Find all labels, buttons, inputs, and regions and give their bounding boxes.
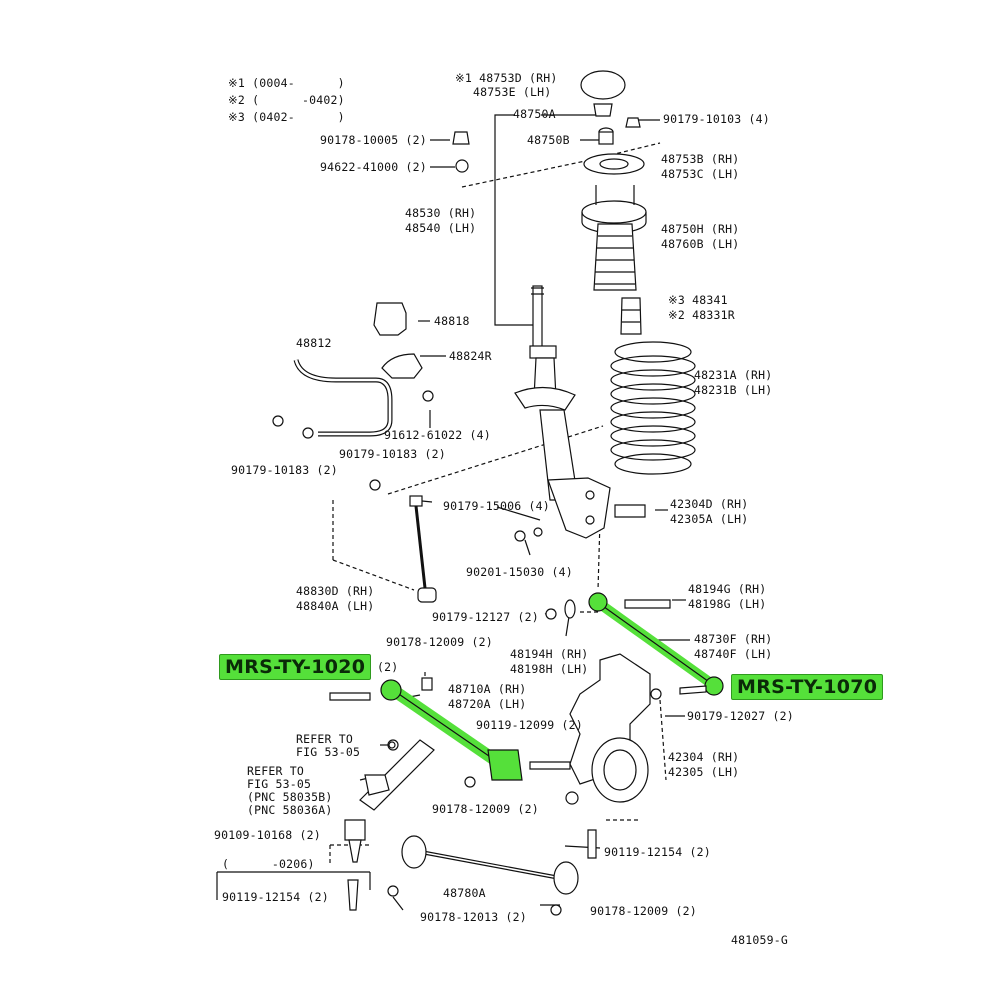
- label-90179-10183-b: 90179-10183 (2): [231, 463, 338, 477]
- label-48231b: 48231B (LH): [694, 383, 773, 397]
- label-48760b: 48760B (LH): [661, 237, 740, 251]
- shock-strut: [514, 285, 611, 539]
- label-48710a: 48710A (RH): [448, 682, 527, 696]
- label-90179-12127: 90179-12127 (2): [432, 610, 539, 624]
- label-48720a: 48720A (LH): [448, 697, 527, 711]
- label-90179-15006: 90179-15006 (4): [443, 499, 550, 513]
- label-90119-12154-b: 90119-12154 (2): [222, 890, 329, 904]
- label-refer-2a: REFER TO: [247, 764, 304, 778]
- label-94622-41000: 94622-41000 (2): [320, 160, 427, 174]
- badge-mrs-ty-1020: MRS-TY-1020: [219, 654, 372, 680]
- label-48530: 48530 (RH): [405, 206, 477, 220]
- label-refer-2c: (PNC 58035B): [247, 790, 333, 804]
- label-48198h: 48198H (LH): [510, 662, 589, 676]
- label-42304d: 42304D (RH): [670, 497, 749, 511]
- label-90178-12009-c: 90178-12009 (2): [590, 904, 697, 918]
- label-48750a: 48750A: [513, 107, 556, 121]
- label-90178-12009-b: 90178-12009 (2): [432, 802, 539, 816]
- label-48830d: 48830D (RH): [296, 584, 375, 598]
- label-48231a: 48231A (RH): [694, 368, 773, 382]
- label-90178-12009-a: 90178-12009 (2): [386, 635, 493, 649]
- label-90119-12154-a: 90119-12154 (2): [604, 845, 711, 859]
- upper-arm-48730f: [545, 592, 724, 696]
- label-48750h: 48750H (RH): [661, 222, 740, 236]
- solid-leaders: [216, 114, 690, 911]
- label-48753e: 48753E (LH): [473, 85, 552, 99]
- knuckle-hub: [565, 653, 662, 805]
- figure-number: 481059-G: [731, 933, 788, 947]
- label-42304: 42304 (RH): [668, 750, 740, 764]
- label-90119-12099: 90119-12099 (2): [476, 718, 583, 732]
- label-48750b: 48750B: [527, 133, 570, 147]
- label-90179-10183-a: 90179-10183 (2): [339, 447, 446, 461]
- label-48540: 48540 (LH): [405, 221, 477, 235]
- label-48730f: 48730F (RH): [694, 632, 773, 646]
- label-48740f: 48740F (LH): [694, 647, 773, 661]
- note-3: ※3 (0402- ): [228, 110, 345, 124]
- strut-mount-parts: [580, 70, 647, 335]
- label-48812: 48812: [296, 336, 332, 350]
- label-refer-2d: (PNC 58036A): [247, 803, 333, 817]
- label-48824r: 48824R: [449, 349, 492, 363]
- badge-mrs-ty-1070: MRS-TY-1070: [731, 674, 884, 700]
- label-90179-12027: 90179-12027 (2): [687, 709, 794, 723]
- label-90179-10103: 90179-10103 (4): [663, 112, 770, 126]
- label-qty-2: (2): [377, 660, 399, 674]
- label-48194g: 48194G (RH): [688, 582, 767, 596]
- label-48780a: 48780A: [443, 886, 486, 900]
- dashed-leaders: [329, 142, 667, 865]
- fasteners-top: [452, 131, 470, 173]
- label-90109-10168: 90109-10168 (2): [214, 828, 321, 842]
- label-48753c: 48753C (LH): [661, 167, 740, 181]
- label-48840a: 48840A (LH): [296, 599, 375, 613]
- coil-spring: [610, 341, 696, 475]
- stabilizer-link: [272, 415, 646, 603]
- label-range-0206: ( -0206): [222, 857, 315, 871]
- label-42305: 42305 (LH): [668, 765, 740, 779]
- label-48753d: ※1 48753D (RH): [455, 71, 558, 85]
- label-refer-1b: FIG 53-05: [296, 745, 361, 759]
- note-2: ※2 ( -0402): [228, 93, 345, 107]
- label-48753b: 48753B (RH): [661, 152, 740, 166]
- stabilizer-bar: [293, 302, 434, 439]
- label-90178-12013: 90178-12013 (2): [420, 910, 527, 924]
- label-91612-61022: 91612-61022 (4): [384, 428, 491, 442]
- label-refer-2b: FIG 53-05: [247, 777, 312, 791]
- label-90201-15030: 90201-15030 (4): [466, 565, 573, 579]
- lower-arm-48710a: [329, 677, 571, 788]
- rear-links: [344, 739, 597, 916]
- label-48194h: 48194H (RH): [510, 647, 589, 661]
- label-48331r: ※2 48331R: [668, 308, 735, 322]
- note-1: ※1 (0004- ): [228, 76, 345, 90]
- label-refer-1a: REFER TO: [296, 732, 353, 746]
- label-90178-10005: 90178-10005 (2): [320, 133, 427, 147]
- label-48818: 48818: [434, 314, 470, 328]
- label-48341: ※3 48341: [668, 293, 728, 307]
- label-48198g: 48198G (LH): [688, 597, 767, 611]
- label-42305a: 42305A (LH): [670, 512, 749, 526]
